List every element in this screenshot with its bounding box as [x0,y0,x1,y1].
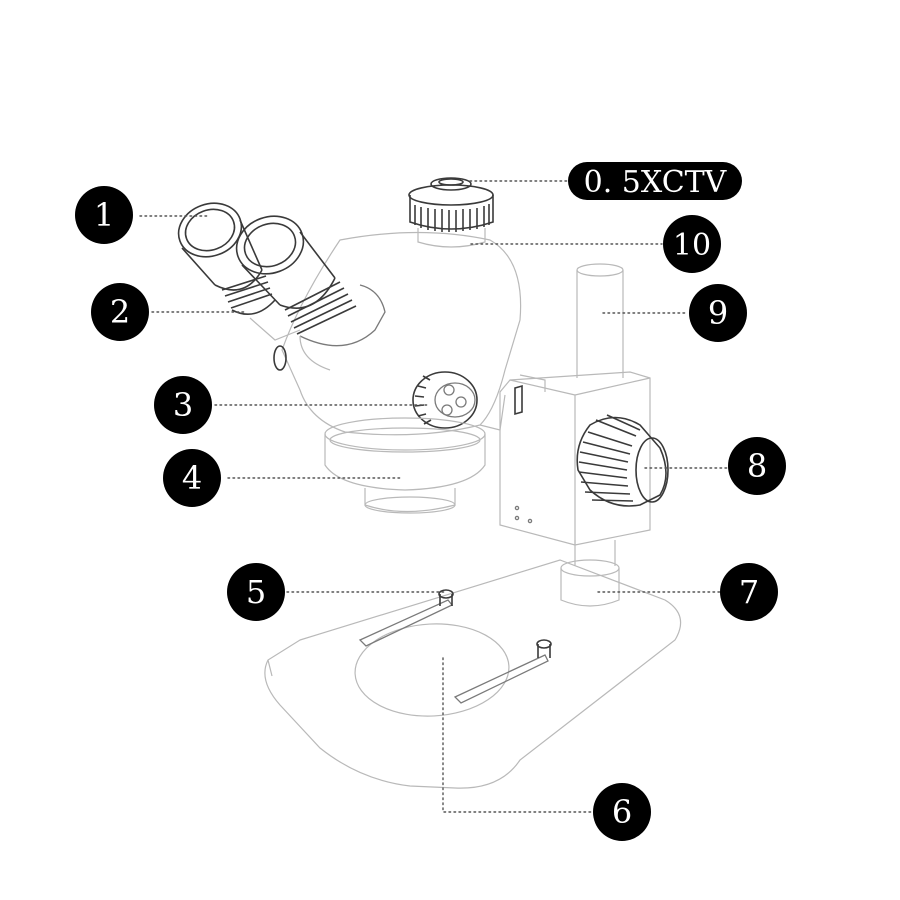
callout-ctv: 0. 5XCTV [568,162,742,200]
callout-8-label: 8 [747,447,767,485]
callout-3: 3 [154,376,212,434]
pillar [574,263,624,566]
callout-4: 4 [163,449,221,507]
callout-7: 7 [720,563,778,621]
callout-6-label: 6 [612,793,632,831]
objective-housing [324,417,486,514]
callout-2: 2 [91,283,149,341]
callout-5-label: 5 [246,573,266,611]
callout-10: 10 [663,215,721,273]
leader-6 [442,657,593,813]
callout-3-label: 3 [173,386,193,424]
callout-2-label: 2 [110,293,130,331]
callout-1: 1 [75,186,133,244]
callout-ctv-label: 0. 5XCTV [584,165,728,200]
focus-knob [576,414,669,507]
callout-4-label: 4 [182,459,202,497]
callout-9-label: 9 [708,294,728,332]
base-plate [264,559,682,789]
leader-lines [139,180,729,813]
callout-7-label: 7 [739,573,759,611]
callout-10-label: 10 [673,228,711,263]
callout-6: 6 [593,783,651,841]
eyepiece-right [235,215,386,371]
eyepiece-left [177,202,301,371]
callout-8: 8 [728,437,786,495]
focus-arm-block [499,371,651,546]
callout-5: 5 [227,563,285,621]
trinocular-port [408,177,494,248]
callout-1-label: 1 [94,196,114,234]
microscope-illustration [177,177,682,789]
pillar-collar [560,559,620,607]
microscope-body [281,231,522,436]
callout-9: 9 [689,284,747,342]
